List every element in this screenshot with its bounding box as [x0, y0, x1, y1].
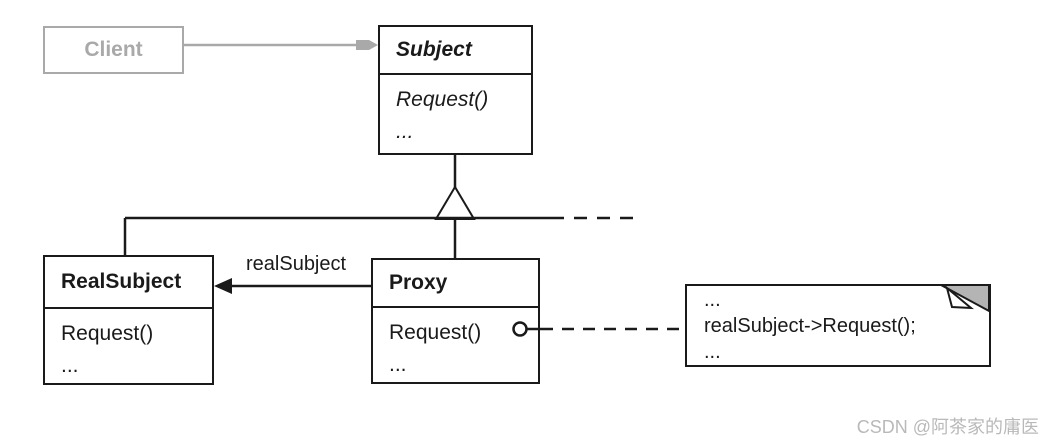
method-subject-ellipsis: ...: [396, 120, 414, 143]
class-name-proxy: Proxy: [389, 271, 448, 294]
method-subject-request: Request(): [396, 88, 489, 111]
note-line-1: ...: [704, 289, 721, 311]
class-box-realsubject: RealSubject Request() ...: [43, 255, 214, 385]
class-box-client: Client: [43, 26, 184, 74]
note-line-3: ...: [704, 341, 721, 363]
proxy-realsubject-arrow: [214, 278, 371, 294]
method-proxy-request: Request(): [389, 321, 482, 344]
method-realsubject-request: Request(): [61, 322, 154, 345]
class-name-client: Client: [84, 38, 143, 61]
method-realsubject-ellipsis: ...: [61, 354, 79, 377]
watermark-text: CSDN @阿茶家的庸医: [856, 417, 1039, 437]
class-body-subject: Request() ...: [380, 75, 531, 148]
class-box-proxy: Proxy Request() ...: [371, 258, 540, 384]
association-label-realsubject: realSubject: [246, 253, 347, 275]
class-body-proxy: Request() ...: [373, 308, 538, 381]
class-title-subject: Subject: [380, 27, 531, 75]
inheritance-triangle-icon: [434, 185, 476, 220]
client-subject-arrow: [184, 40, 378, 50]
note-line-2: realSubject->Request();: [704, 315, 916, 337]
method-proxy-ellipsis: ...: [389, 353, 407, 376]
inheritance-connector: [123, 155, 638, 260]
class-name-realsubject: RealSubject: [61, 270, 182, 293]
note-box-code: ... realSubject->Request(); ...: [685, 284, 991, 367]
class-name-subject: Subject: [396, 38, 472, 61]
class-box-subject: Subject Request() ...: [378, 25, 533, 155]
class-body-realsubject: Request() ...: [45, 309, 212, 382]
class-title-realsubject: RealSubject: [45, 257, 212, 309]
class-title-proxy: Proxy: [373, 260, 538, 308]
